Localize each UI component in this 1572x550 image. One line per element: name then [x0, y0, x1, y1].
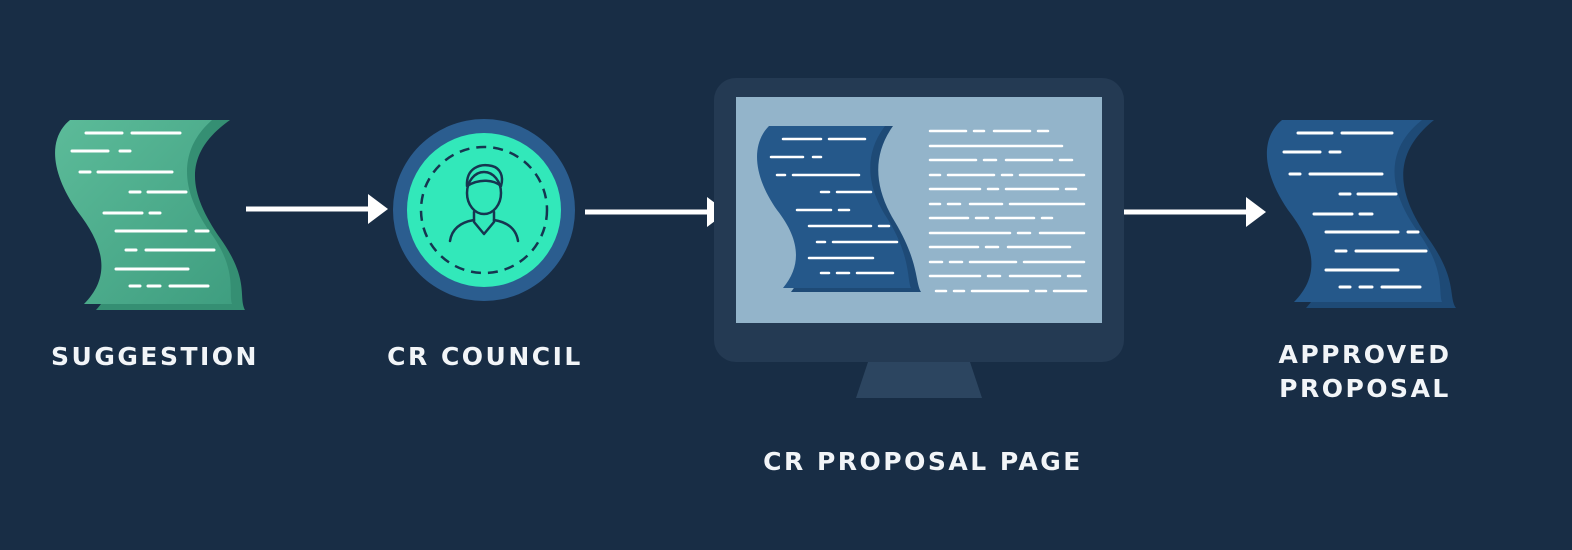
suggestion-scroll-icon: [55, 120, 245, 310]
approved-proposal-label-line1: APPROVED: [1278, 340, 1452, 369]
approved-proposal-scroll-icon: [1266, 120, 1456, 308]
approved-proposal-label-line2: PROPOSAL: [1279, 374, 1451, 403]
arrow-council-to-proposal-page: [585, 197, 727, 227]
suggestion-label: SUGGESTION: [51, 342, 259, 371]
arrow-suggestion-to-council: [246, 194, 388, 224]
proposal-page-monitor-icon: [714, 78, 1124, 398]
council-avatar-icon: [393, 119, 575, 301]
cr-proposal-page-label: CR PROPOSAL PAGE: [763, 447, 1083, 476]
cr-council-label: CR COUNCIL: [387, 342, 583, 371]
arrow-proposal-page-to-approved: [1124, 197, 1266, 227]
